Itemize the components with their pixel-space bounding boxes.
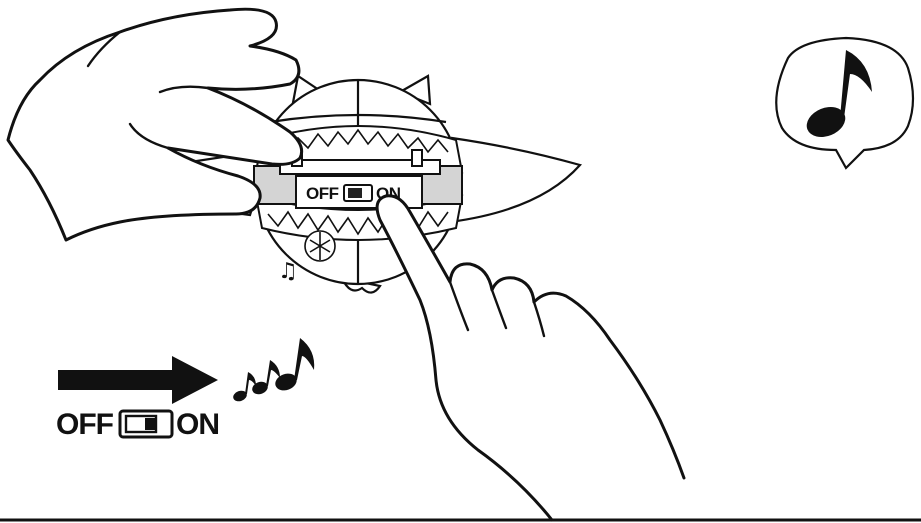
speaker-grille-icon (305, 231, 335, 261)
small-off-label: OFF (306, 184, 339, 203)
right-wing (450, 138, 580, 222)
speech-bubble (776, 38, 913, 168)
right-hand (377, 196, 684, 520)
big-switch-icon (120, 411, 172, 437)
sound-squiggle-icon: ♫ (278, 259, 298, 284)
big-off-label: OFF (56, 408, 114, 441)
music-notes-icon (232, 338, 315, 403)
big-on-label: ON (176, 408, 219, 441)
left-hand (8, 9, 302, 240)
small-switch-icon (344, 185, 372, 201)
right-arrow-icon (58, 356, 218, 404)
